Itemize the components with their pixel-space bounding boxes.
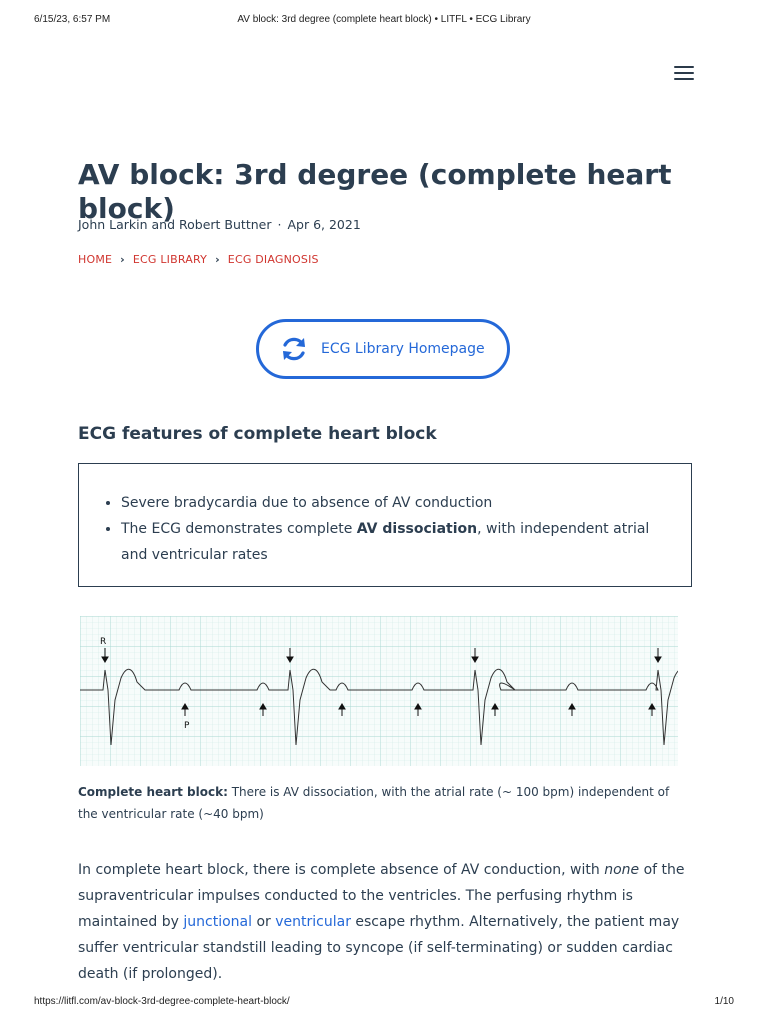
page-title: AV block: 3rd degree (complete heart blo… [78,158,672,225]
list-item: The ECG demonstrates complete AV dissoci… [121,516,671,568]
p-wave-arrowhead [491,703,499,710]
r-wave-arrowhead [654,656,662,663]
ecg-library-homepage-button[interactable]: ECG Library Homepage [256,319,510,379]
p-wave-arrowhead [414,703,422,710]
byline: John Larkin and Robert Buttner · Apr 6, 20… [78,217,361,232]
p-wave-arrowhead [648,703,656,710]
print-page-title: AV block: 3rd degree (complete heart blo… [237,14,531,25]
ventricular-link[interactable]: ventricular [275,914,351,930]
p-wave-arrowhead [259,703,267,710]
print-footer: https://litfl.com/av-block-3rd-degree-co… [34,996,734,1010]
features-box: Severe bradycardia due to absence of AV … [78,463,692,587]
figure-caption: Complete heart block: There is AV dissoc… [78,785,670,821]
publish-date: Apr 6, 2021 [287,217,361,232]
r-wave-label: R [100,637,106,647]
breadcrumb-ecg-library[interactable]: ECG LIBRARY [132,253,208,266]
breadcrumb: HOME › ECG LIBRARY › ECG DIAGNOSIS [78,253,319,266]
byline-separator: · [277,217,282,232]
p-wave-arrowhead [181,703,189,710]
junctional-link[interactable]: junctional [183,914,253,930]
print-header: 6/15/23, 6:57 PM AV block: 3rd degree (c… [34,14,734,28]
av-dissociation-term: AV dissociation [356,521,478,537]
breadcrumb-home[interactable]: HOME [78,253,113,266]
features-list: Severe bradycardia due to absence of AV … [79,490,671,568]
p-wave-label: P [184,721,190,731]
r-wave-arrowhead [471,656,479,663]
authors[interactable]: John Larkin and Robert Buttner [78,217,272,232]
body-paragraph: In complete heart block, there is comple… [78,862,685,982]
p-wave-arrowhead [338,703,346,710]
ecg-strip-image: R P [80,616,678,766]
list-item: Severe bradycardia due to absence of AV … [121,490,671,516]
print-url: https://litfl.com/av-block-3rd-degree-co… [34,996,290,1007]
r-wave-arrowhead [286,656,294,663]
r-wave-arrowhead [101,656,109,663]
p-wave-arrowhead [568,703,576,710]
print-page-number: 1/10 [714,996,734,1007]
print-datetime: 6/15/23, 6:57 PM [34,14,111,25]
breadcrumb-ecg-diagnosis[interactable]: ECG DIAGNOSIS [227,253,319,266]
homepage-button-label: ECG Library Homepage [321,341,485,357]
section-heading: ECG features of complete heart block [78,424,437,444]
hamburger-icon[interactable] [674,66,694,84]
chevron-right-icon: › [215,253,220,266]
chevron-right-icon: › [120,253,125,266]
sync-icon [283,337,305,361]
